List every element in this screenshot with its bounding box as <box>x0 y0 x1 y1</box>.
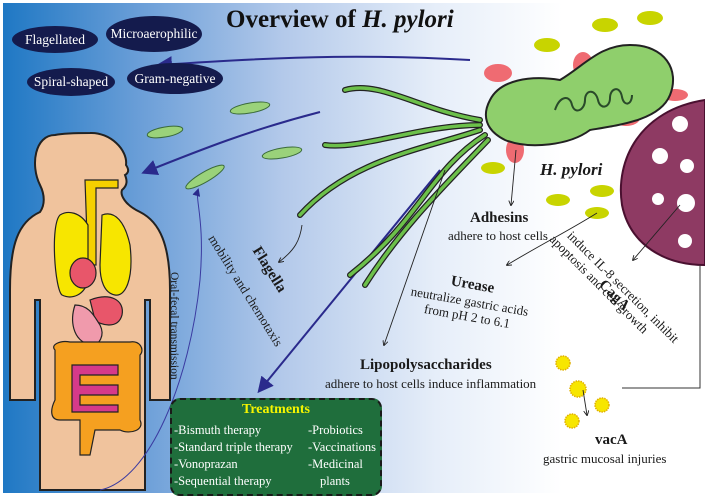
treatment-item: -Vaccinations <box>308 440 377 454</box>
arrow-to-characteristics <box>156 55 471 73</box>
lps-title: Lipopolysaccharides <box>360 357 492 373</box>
adhesins-description: adhere to host cells <box>448 228 548 243</box>
flagella-outline <box>297 85 491 288</box>
characteristic-spiral-shaped: Spiral-shaped <box>27 68 115 96</box>
small-bacteria-group <box>146 101 303 190</box>
right-lung <box>99 213 132 296</box>
vaca-description: gastric mucosal injuries <box>543 451 667 466</box>
treatment-item: -Medicinal <box>308 457 363 471</box>
bacterium-label: H. pylori <box>540 160 603 179</box>
heart <box>69 257 97 289</box>
oral-fecal-arrow <box>99 188 202 491</box>
arrow-to-mouth <box>141 111 321 175</box>
host-cell-granules <box>652 116 695 248</box>
characteristic-flagellated: Flagellated <box>12 26 98 53</box>
urease-blobs <box>481 11 663 219</box>
arrow-to-treatments <box>257 169 441 394</box>
human-body-illustration <box>9 131 171 491</box>
transmission-label: Oral-fecal transmission <box>168 272 180 380</box>
treatment-item: -Bismuth therapy <box>174 423 262 437</box>
page-title: Overview of H. pylori <box>226 6 454 33</box>
vaca-title: vacA <box>595 432 628 448</box>
treatments-left-column: -Bismuth therapy -Standard triple therap… <box>174 422 293 490</box>
bacterium-dna <box>554 88 633 112</box>
adhesins-title: Adhesins <box>470 210 529 226</box>
vaca-connector <box>622 265 701 389</box>
pointer-arrows <box>279 149 681 415</box>
small-bacterium <box>229 101 271 115</box>
small-bacterium <box>261 146 303 160</box>
stomach <box>72 304 103 346</box>
treatment-item: plants <box>320 474 350 488</box>
small-bacterium <box>185 164 225 190</box>
host-cell <box>619 98 705 267</box>
flagella <box>298 86 490 287</box>
treatment-item: -Standard triple therapy <box>174 440 293 454</box>
lps-description: adhere to host cells induce inflammation <box>325 376 537 391</box>
characteristic-gram-negative: Gram-negative <box>127 63 223 94</box>
h-pylori-bacterium <box>484 43 675 147</box>
characteristic-microaerophilic: Microaerophilic <box>106 16 202 52</box>
small-intestine <box>71 364 119 413</box>
treatments-title: Treatments <box>242 402 310 417</box>
small-bacterium <box>146 125 184 139</box>
treatment-item: -Probiotics <box>308 423 363 437</box>
vaca-toxins <box>555 355 610 429</box>
treatment-item: -Sequential therapy <box>174 474 272 488</box>
treatment-item: -Vonoprazan <box>174 457 238 471</box>
treatments-right-column: -Probiotics -Vaccinations -Medicinal pla… <box>308 422 376 490</box>
treatments-box: Treatments -Bismuth therapy -Standard tr… <box>170 398 382 496</box>
